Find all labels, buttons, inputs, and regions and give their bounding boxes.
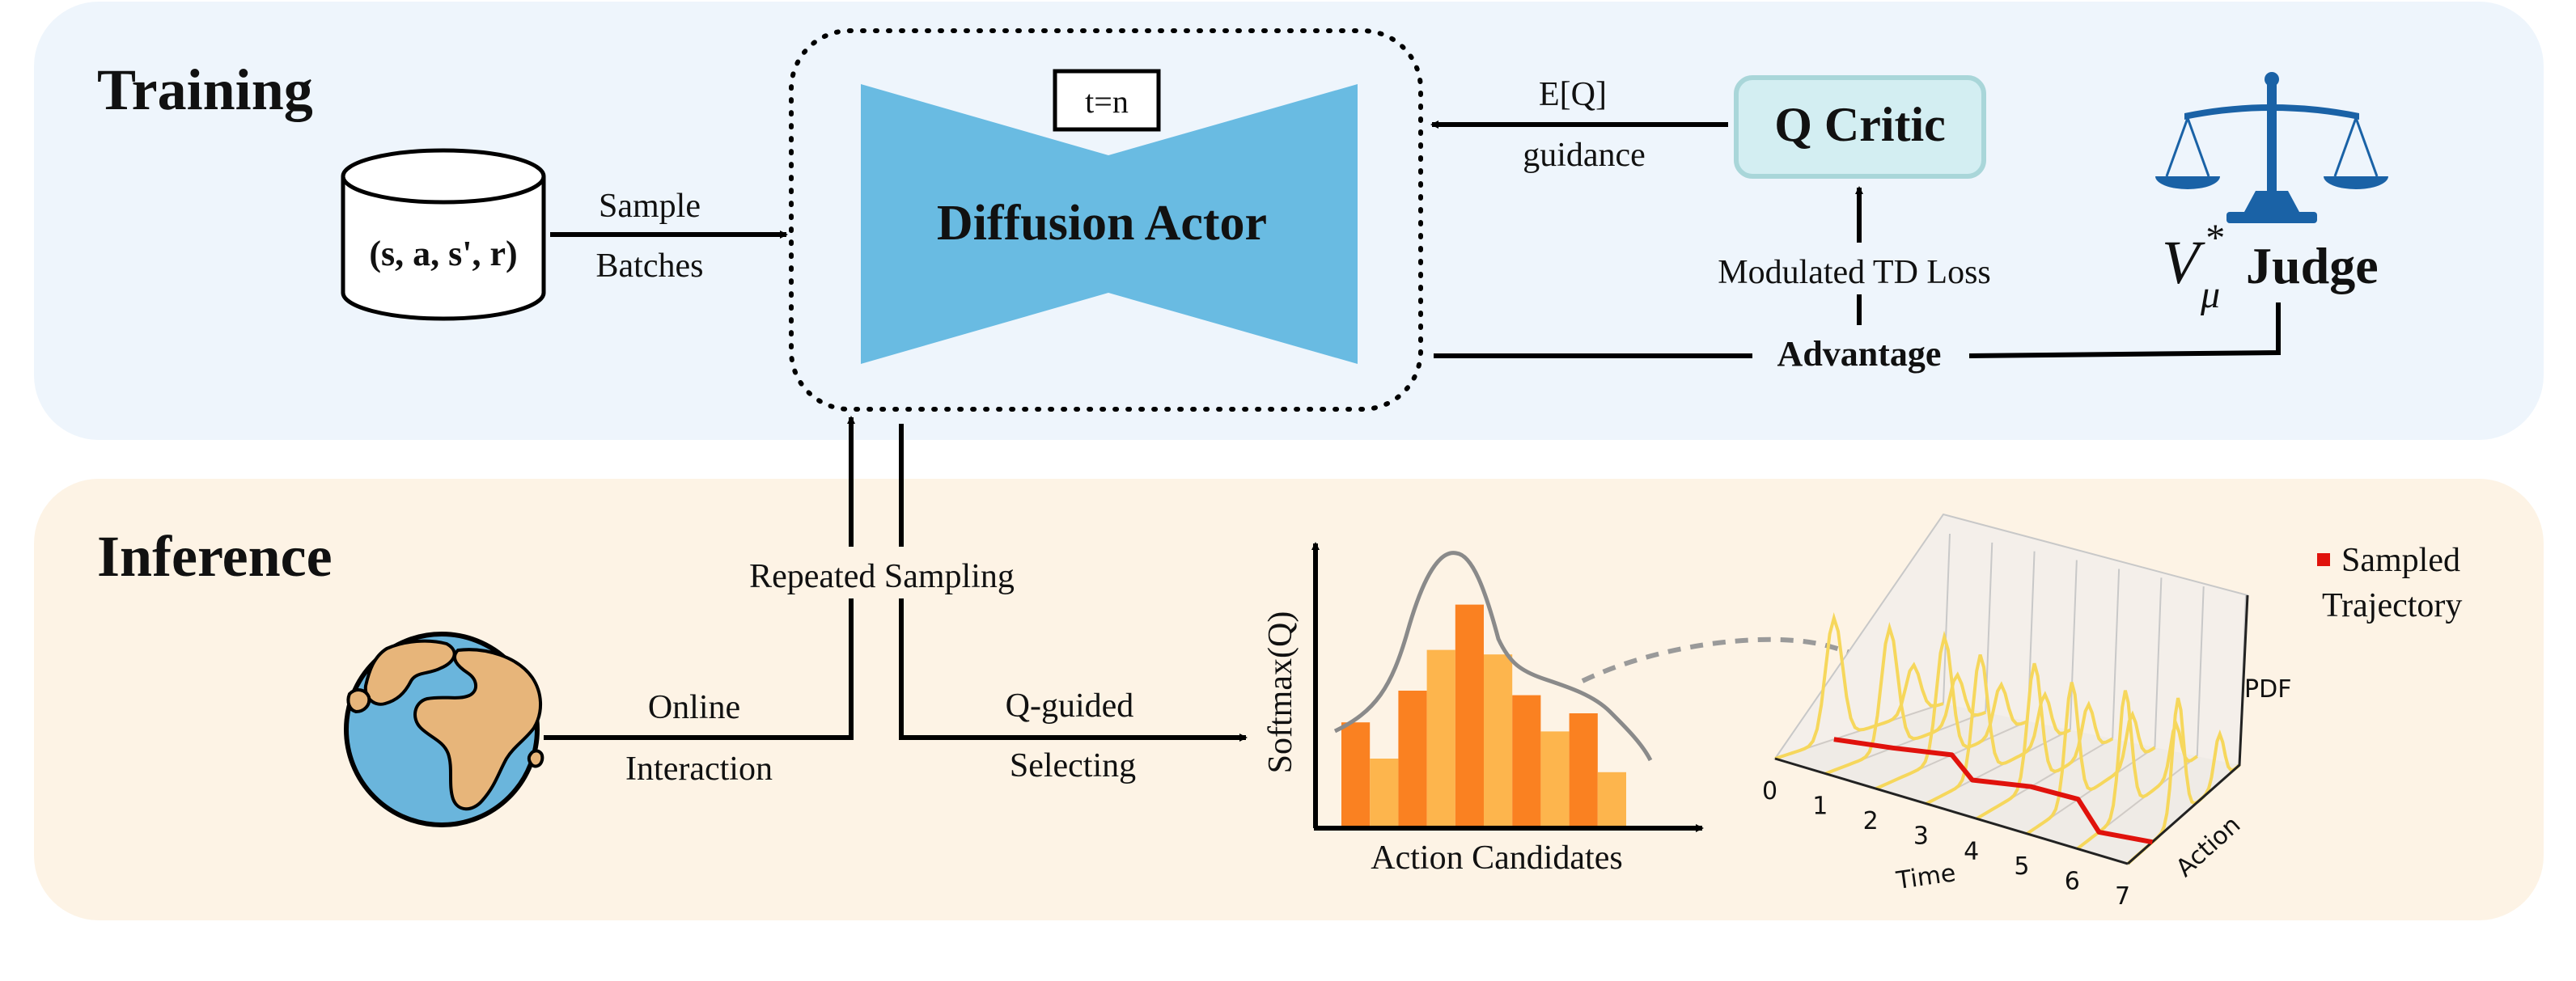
softmax-bar bbox=[1341, 722, 1371, 827]
softmax-to-trajectory-arrow bbox=[1581, 636, 1938, 704]
pdf-slice-curve bbox=[1925, 653, 2071, 806]
q-critic-box bbox=[1734, 75, 1986, 179]
time-tick-label: 7 bbox=[2115, 882, 2130, 911]
guidance-label: guidance bbox=[1523, 137, 1646, 174]
qguided-selecting-arrow bbox=[899, 734, 1248, 742]
replay-buffer-icon bbox=[341, 148, 546, 321]
softmax-bar bbox=[1455, 604, 1484, 827]
q-critic-label: Q Critic bbox=[1774, 98, 1946, 151]
pdf-slice-curve bbox=[1824, 621, 1987, 776]
softmax-bar bbox=[1398, 691, 1427, 827]
online-label: Online bbox=[648, 689, 740, 726]
selecting-label: Selecting bbox=[1010, 747, 1136, 784]
sample-label: Sample bbox=[599, 188, 701, 225]
timestep-label: t=n bbox=[1085, 83, 1129, 120]
softmax-x-label: Action Candidates bbox=[1371, 839, 1622, 877]
trajectory-plot-right-edge bbox=[2127, 594, 2249, 865]
pdf-slice-curve bbox=[1976, 662, 2114, 821]
softmax-bar bbox=[1426, 649, 1455, 827]
time-tick-label: 0 bbox=[1762, 777, 1777, 806]
trajectory-wall-line bbox=[2069, 560, 2078, 730]
time-tick-label: 2 bbox=[1863, 807, 1879, 835]
qguided-label: Q-guided bbox=[1006, 687, 1134, 725]
buffer-label: (s, a, s', r) bbox=[369, 234, 517, 273]
actor-container bbox=[789, 28, 1423, 412]
time-tick-label: 4 bbox=[1964, 837, 1979, 865]
diffusion-actor-label: Diffusion Actor bbox=[937, 196, 1267, 251]
svg-text:*: * bbox=[2204, 217, 2223, 260]
pdf-slice-curve bbox=[1875, 630, 2029, 790]
td-loss-label: Modulated TD Loss bbox=[1718, 254, 1991, 291]
online-interaction-line bbox=[544, 733, 854, 740]
svg-text:V: V bbox=[2162, 229, 2205, 297]
svg-text:μ: μ bbox=[2200, 273, 2220, 316]
legend-label-line1: Sampled bbox=[2341, 542, 2460, 579]
time-tick-label: 3 bbox=[1913, 822, 1929, 851]
softmax-bar bbox=[1597, 772, 1626, 827]
advantage-label: Advantage bbox=[1777, 334, 1942, 374]
time-tick-label: 6 bbox=[2065, 867, 2080, 895]
judge-label: Judge bbox=[2246, 237, 2379, 294]
softmax-bar bbox=[1569, 713, 1598, 827]
trajectory-wall-line bbox=[2154, 577, 2163, 748]
pdf-axis-label: PDF bbox=[2244, 675, 2291, 704]
time-tick-label: 1 bbox=[1812, 793, 1828, 821]
expected-q-label: E[Q] bbox=[1539, 76, 1607, 113]
pdf-slice-curve bbox=[2026, 682, 2156, 835]
softmax-bar bbox=[1540, 731, 1570, 827]
trajectory-wall-line bbox=[1943, 533, 1951, 704]
pdf-slice-curve bbox=[1774, 612, 1944, 760]
judge-symbol: V * μ bbox=[2162, 217, 2223, 316]
softmax-bar bbox=[1484, 654, 1513, 827]
softmax-density-curve bbox=[1333, 551, 1653, 762]
softmax-y-label: Softmax(Q) bbox=[1262, 611, 1299, 774]
repeated-sampling-label: Repeated Sampling bbox=[749, 558, 1015, 595]
repeated-sampling-label-bg bbox=[728, 547, 1036, 598]
globe-icon bbox=[344, 632, 544, 827]
time-tick-label: 5 bbox=[2014, 852, 2029, 881]
interaction-label: Interaction bbox=[625, 751, 773, 788]
legend-label-line2: Trajectory bbox=[2322, 587, 2462, 624]
timestep-box bbox=[1053, 69, 1161, 132]
balance-scale-icon bbox=[2155, 72, 2388, 223]
softmax-chart bbox=[1341, 604, 1626, 827]
trajectory-wall-line bbox=[2196, 586, 2205, 757]
trajectory-wall-line bbox=[2112, 569, 2121, 739]
legend-marker bbox=[2317, 553, 2330, 566]
inference-title: Inference bbox=[97, 524, 333, 589]
diffusion-actor-shape bbox=[861, 84, 1358, 364]
advantage-line-right bbox=[1968, 302, 2281, 358]
softmax-bar bbox=[1370, 759, 1399, 827]
trajectory-plot-floor-edge bbox=[1774, 757, 2129, 865]
training-title: Training bbox=[97, 57, 313, 122]
softmax-bar bbox=[1512, 695, 1541, 827]
batches-label: Batches bbox=[596, 247, 704, 285]
sampled-trajectory-line bbox=[1833, 737, 2153, 845]
